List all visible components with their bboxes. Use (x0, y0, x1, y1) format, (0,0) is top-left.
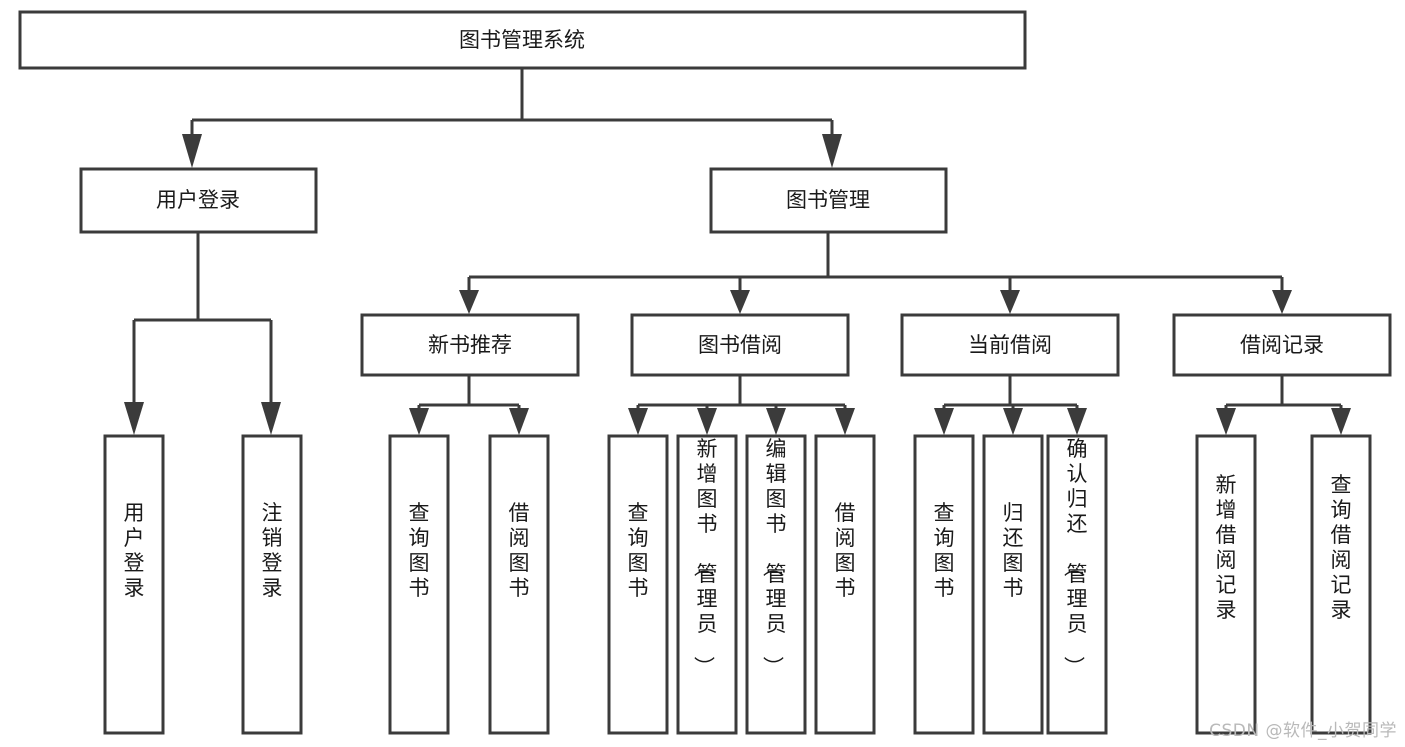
node-root-book-management-system[interactable]: 图书管理系统 (18, 10, 1027, 70)
arrowhead-leaf-book-borrow-3 (766, 408, 786, 435)
node-borrow-record-label: 借阅记录 (1240, 333, 1324, 357)
leaf-user-login-2-label: 注销登录 (262, 501, 283, 600)
leaf-current-borrow-3-label: 确认归还（管理员） (1062, 437, 1088, 677)
leaf-new-book-1-label: 查询图书 (409, 501, 430, 600)
arrowhead-leaf-user-login-1 (124, 402, 144, 435)
leaf-book-borrow-1[interactable]: 查询图书 (607, 434, 669, 735)
node-book-borrow-box (630, 313, 850, 377)
leaf-book-borrow-2-box (676, 434, 738, 735)
leaf-user-login-1[interactable]: 用户登录 (103, 434, 165, 735)
arrowhead-leaf-current-borrow-1 (934, 408, 954, 435)
node-root-box (18, 10, 1027, 70)
leaf-user-login-2-box (241, 434, 303, 735)
leaf-current-borrow-2-label: 归还图书 (1003, 501, 1024, 600)
leaf-current-borrow-3-box (1046, 434, 1108, 735)
node-book-management-label: 图书管理 (786, 188, 870, 212)
leaf-new-book-1[interactable]: 查询图书 (388, 434, 450, 735)
leaf-user-login-1-label: 用户登录 (124, 501, 145, 600)
leaf-book-borrow-3-label: 编辑图书（管理员） (761, 437, 787, 677)
leaf-user-login-1-box (103, 434, 165, 735)
node-current-borrow[interactable]: 当前借阅 (900, 313, 1120, 377)
leaf-current-borrow-2[interactable]: 归还图书 (982, 434, 1044, 735)
leaf-book-borrow-4-label: 借阅图书 (835, 501, 856, 600)
arrowhead-borrow-record (1272, 290, 1292, 314)
arrowhead-leaf-new-book-2 (509, 408, 529, 435)
leaf-current-borrow-3[interactable]: 确认归还（管理员） (1046, 434, 1108, 735)
leaf-book-borrow-3-box (745, 434, 807, 735)
leaf-book-borrow-1-box (607, 434, 669, 735)
arrowhead-leaf-user-login-2 (261, 402, 281, 435)
node-borrow-record[interactable]: 借阅记录 (1172, 313, 1392, 377)
leaf-current-borrow-1-label: 查询图书 (934, 501, 955, 600)
node-user-login[interactable]: 用户登录 (79, 167, 318, 234)
connector-group-user-login (124, 232, 281, 435)
node-new-book-recommend-label: 新书推荐 (428, 333, 512, 357)
leaf-book-borrow-3[interactable]: 编辑图书（管理员） (745, 434, 807, 735)
leaf-new-book-2-box (488, 434, 550, 735)
arrowhead-current-borrow (1000, 290, 1020, 314)
connector-group-current-borrow (934, 375, 1087, 435)
node-new-book-recommend[interactable]: 新书推荐 (360, 313, 580, 377)
arrowhead-leaf-borrow-record-2 (1331, 408, 1351, 435)
connector-group-new-book (409, 375, 529, 435)
leaf-new-book-2[interactable]: 借阅图书 (488, 434, 550, 735)
arrowhead-new-book (459, 290, 479, 314)
leaf-book-borrow-2-label: 新增图书（管理员） (692, 437, 718, 677)
leaf-new-book-1-box (388, 434, 450, 735)
leaf-book-borrow-1-label: 查询图书 (628, 501, 649, 600)
node-current-borrow-box (900, 313, 1120, 377)
arrowhead-leaf-current-borrow-3 (1067, 408, 1087, 435)
leaf-borrow-record-1-label: 新增借阅记录 (1216, 473, 1237, 622)
leaf-user-login-2[interactable]: 注销登录 (241, 434, 303, 735)
leaf-current-borrow-1[interactable]: 查询图书 (913, 434, 975, 735)
node-root-label: 图书管理系统 (459, 28, 585, 52)
arrowhead-book-mgmt (822, 134, 842, 168)
node-borrow-record-box (1172, 313, 1392, 377)
arrowhead-leaf-new-book-1 (409, 408, 429, 435)
node-book-borrow[interactable]: 图书借阅 (630, 313, 850, 377)
node-new-book-recommend-box (360, 313, 580, 377)
arrowhead-leaf-current-borrow-2 (1003, 408, 1023, 435)
arrowhead-leaf-book-borrow-4 (835, 408, 855, 435)
leaf-borrow-record-2-label: 查询借阅记录 (1331, 473, 1352, 622)
connector-group-borrow-record (1216, 375, 1351, 435)
arrowhead-book-borrow (730, 290, 750, 314)
arrowhead-leaf-book-borrow-2 (697, 408, 717, 435)
leaf-borrow-record-1[interactable]: 新增借阅记录 (1195, 434, 1257, 735)
leaf-current-borrow-2-box (982, 434, 1044, 735)
arrowhead-leaf-book-borrow-1 (628, 408, 648, 435)
node-book-management-box (709, 167, 948, 234)
arrowhead-leaf-borrow-record-1 (1216, 408, 1236, 435)
arrowhead-user-login (182, 134, 202, 168)
node-book-management[interactable]: 图书管理 (709, 167, 948, 234)
leaf-borrow-record-2-box (1310, 434, 1372, 735)
leaf-borrow-record-1-box (1195, 434, 1257, 735)
node-book-borrow-label: 图书借阅 (698, 333, 782, 357)
connector-group-book-mgmt (459, 232, 1292, 314)
connector-group-book-borrow (628, 375, 855, 435)
node-user-login-label: 用户登录 (156, 188, 240, 212)
leaf-book-borrow-4[interactable]: 借阅图书 (814, 434, 876, 735)
node-current-borrow-label: 当前借阅 (968, 333, 1052, 357)
leaf-borrow-record-2[interactable]: 查询借阅记录 (1310, 434, 1372, 735)
leaf-new-book-2-label: 借阅图书 (509, 501, 530, 600)
connector-group-root (182, 68, 842, 168)
leaf-current-borrow-1-box (913, 434, 975, 735)
leaf-book-borrow-4-box (814, 434, 876, 735)
node-user-login-box (79, 167, 318, 234)
leaf-book-borrow-2[interactable]: 新增图书（管理员） (676, 434, 738, 735)
